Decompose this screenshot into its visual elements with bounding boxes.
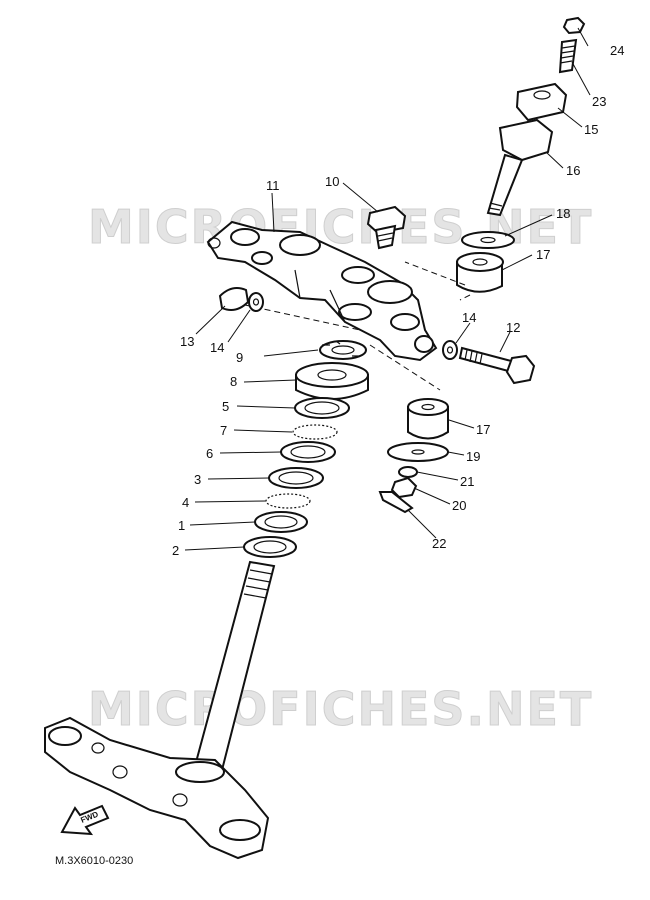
callout-15: 15 bbox=[584, 122, 598, 137]
callout-9: 9 bbox=[236, 350, 243, 365]
part-1-race bbox=[254, 511, 308, 533]
callout-labels: 24 23 15 16 18 17 11 10 12 14 13 14 9 8 … bbox=[172, 43, 624, 558]
callout-4: 4 bbox=[182, 495, 189, 510]
part-18-washer bbox=[461, 231, 515, 249]
callout-16: 16 bbox=[566, 163, 580, 178]
callout-3: 3 bbox=[194, 472, 201, 487]
assembly-line bbox=[404, 261, 466, 286]
callout-18: 18 bbox=[556, 206, 570, 221]
part-23-bolt bbox=[558, 38, 578, 74]
callout-7: 7 bbox=[220, 423, 227, 438]
callout-14-left: 14 bbox=[210, 340, 224, 355]
leader-lines bbox=[184, 27, 591, 551]
part-12-bolt bbox=[458, 346, 536, 385]
callout-14-right: 14 bbox=[462, 310, 476, 325]
part-16-shaft bbox=[486, 153, 524, 217]
watermark-bottom: MICROFICHES.NET bbox=[88, 682, 593, 736]
callout-23: 23 bbox=[592, 94, 606, 109]
part-10-bolt bbox=[366, 205, 407, 250]
callout-22: 22 bbox=[432, 536, 446, 551]
part-19-washer bbox=[387, 442, 449, 462]
part-6-race bbox=[280, 441, 336, 463]
diagram-code: M.3X6010-0230 bbox=[55, 855, 133, 867]
callout-21: 21 bbox=[460, 474, 474, 489]
part-14-washer-left bbox=[248, 292, 264, 312]
part-2-seal bbox=[243, 536, 297, 558]
handlebar-holder-assembly bbox=[456, 16, 586, 293]
part-4-balls bbox=[265, 493, 311, 509]
right-small-parts bbox=[378, 398, 449, 514]
watermark-top: MICROFICHES.NET bbox=[88, 200, 593, 254]
part-3-race bbox=[268, 467, 324, 489]
part-11-upper-bracket bbox=[206, 220, 438, 362]
part-9-ring-nut bbox=[319, 340, 367, 360]
part-24-nut bbox=[562, 16, 586, 35]
callout-2: 2 bbox=[172, 543, 179, 558]
callout-8: 8 bbox=[230, 374, 237, 389]
callout-12: 12 bbox=[506, 320, 520, 335]
callout-1: 1 bbox=[178, 518, 185, 533]
fwd-arrow: FWD bbox=[60, 804, 110, 836]
callout-13: 13 bbox=[180, 334, 194, 349]
part-5-race bbox=[294, 397, 350, 419]
under-bracket-stem bbox=[44, 560, 276, 860]
part-14-washer-right bbox=[442, 340, 458, 360]
part-15-upper-holder bbox=[515, 82, 568, 122]
callout-11: 11 bbox=[266, 178, 280, 193]
callout-17-upper: 17 bbox=[536, 247, 550, 262]
steering-stem-shaft bbox=[193, 560, 276, 772]
callout-19: 19 bbox=[466, 449, 480, 464]
callout-20: 20 bbox=[452, 498, 466, 513]
callout-6: 6 bbox=[206, 446, 213, 461]
part-21-washer bbox=[398, 466, 418, 478]
callout-17-lower: 17 bbox=[476, 422, 490, 437]
callout-10: 10 bbox=[325, 174, 339, 189]
callout-24: 24 bbox=[610, 43, 624, 58]
part-20-nut bbox=[390, 476, 418, 499]
bearing-stack bbox=[243, 340, 369, 558]
callout-5: 5 bbox=[222, 399, 229, 414]
part-7-balls bbox=[292, 424, 338, 440]
part-16-lower-holder bbox=[498, 118, 554, 162]
